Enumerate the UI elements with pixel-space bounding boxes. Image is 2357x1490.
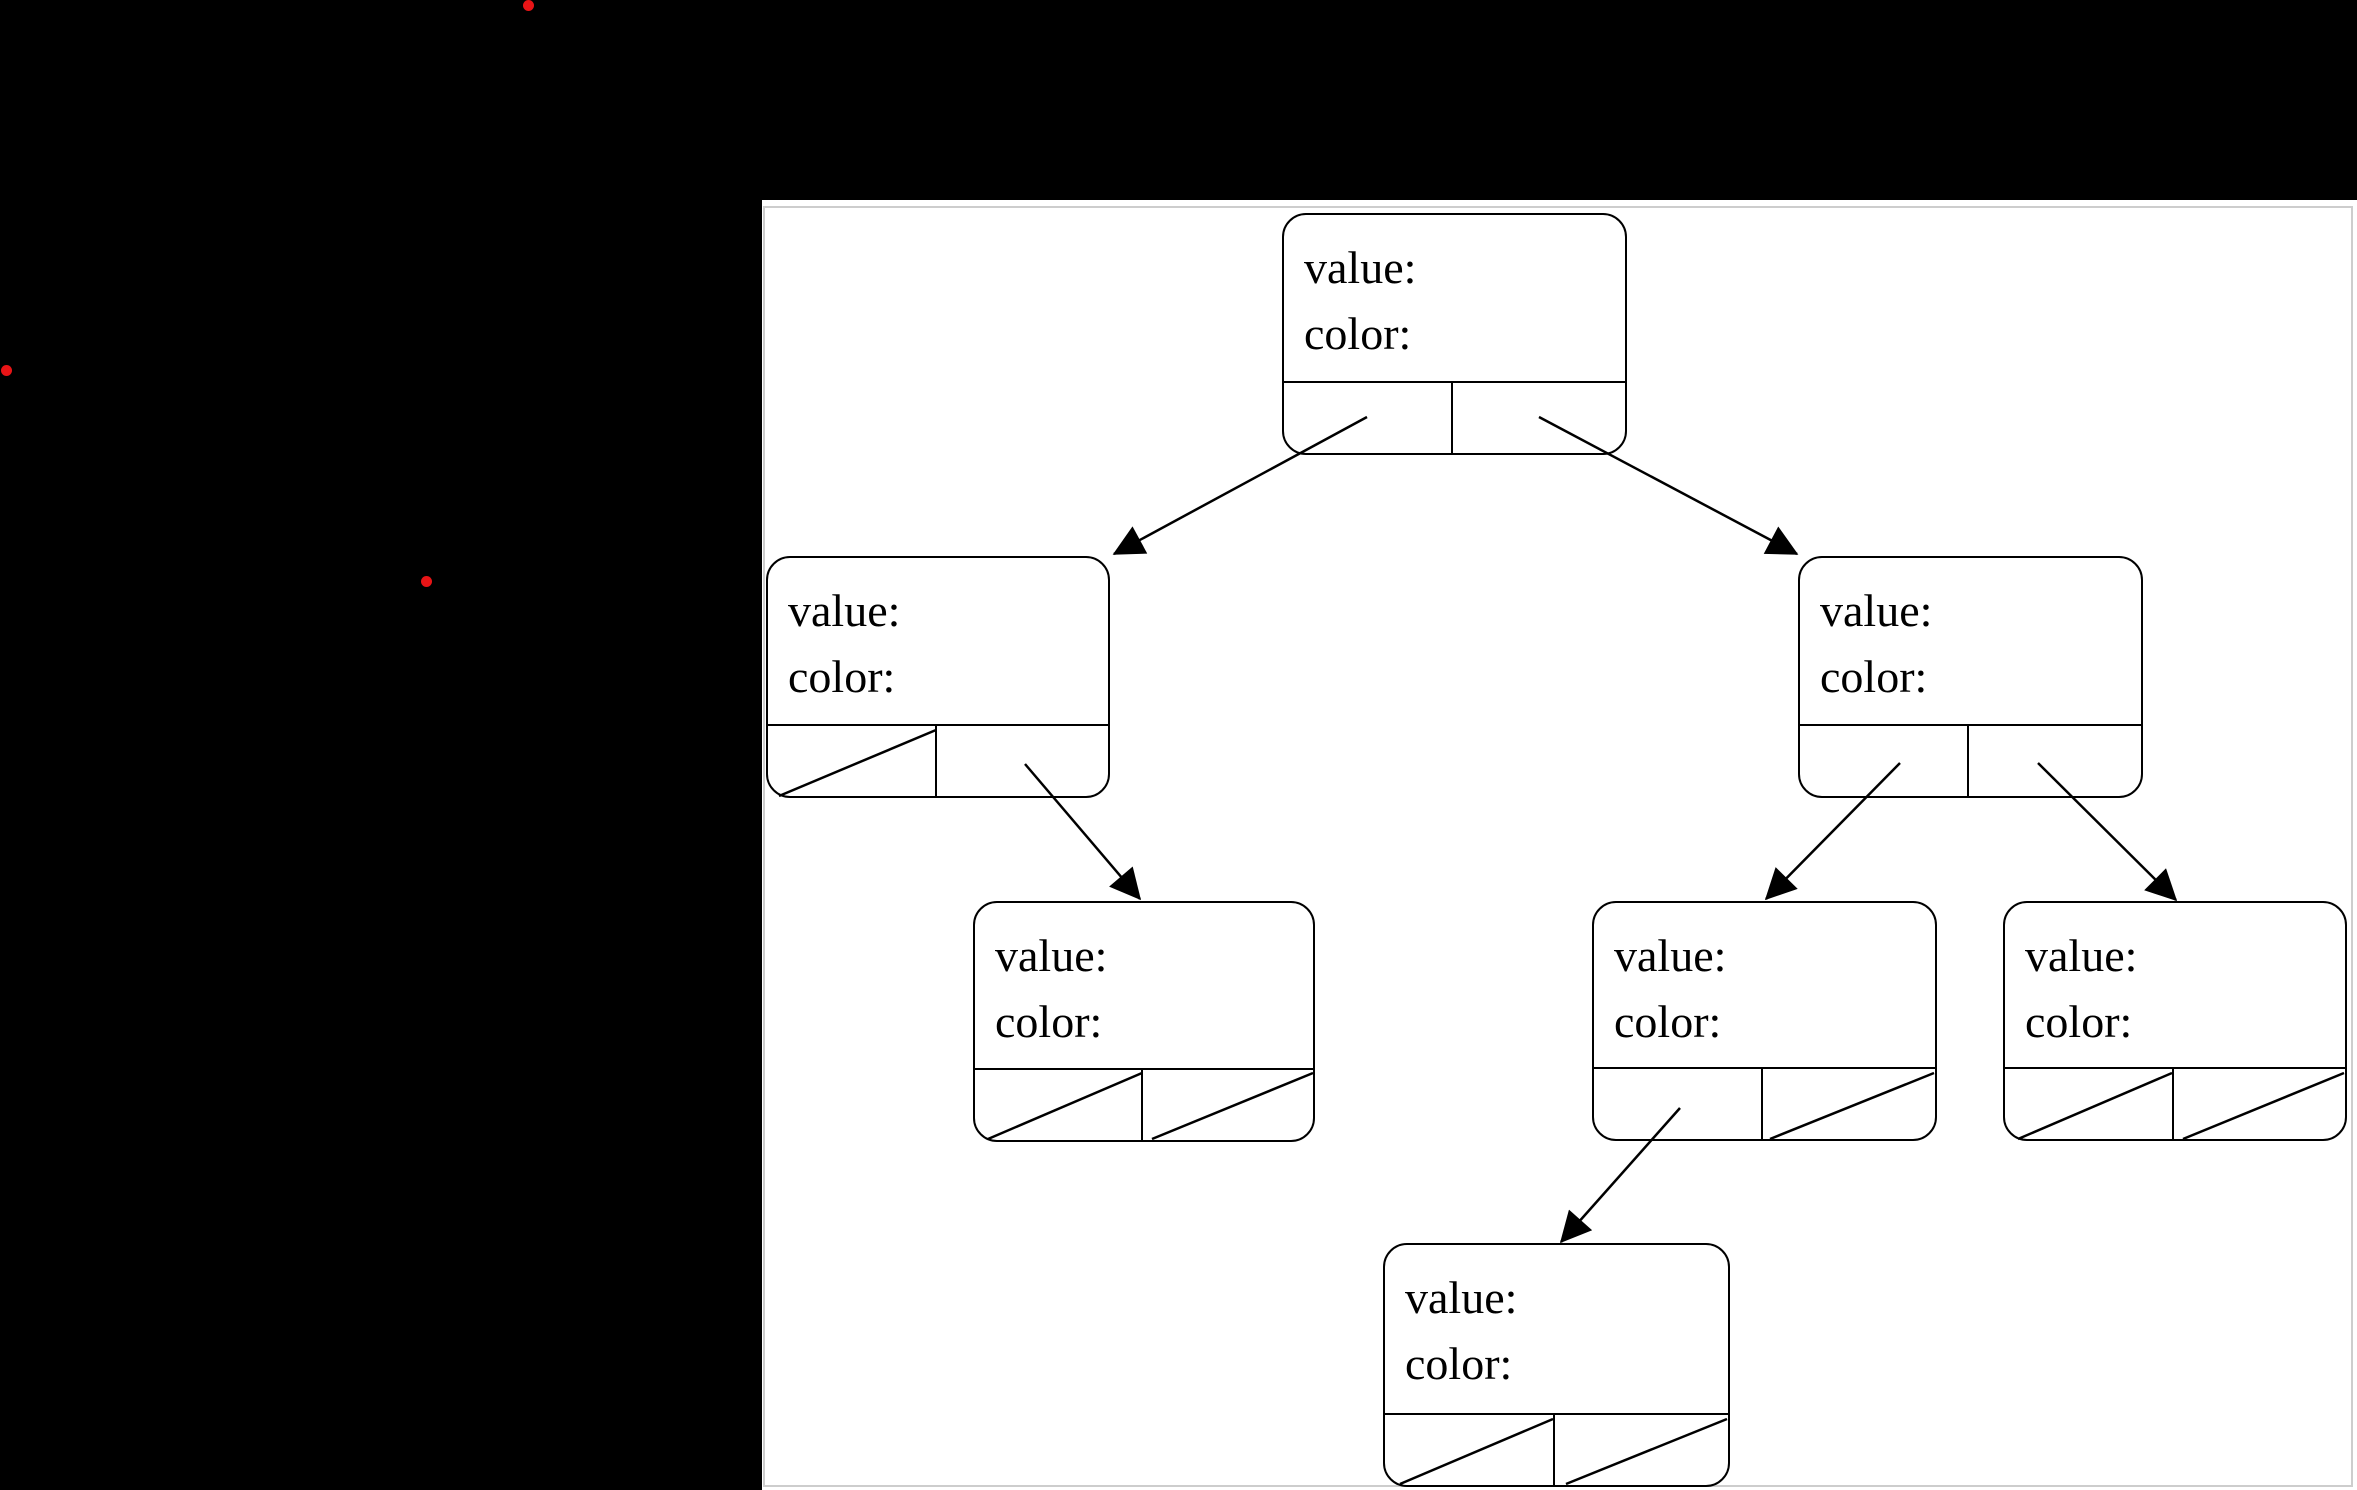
value-label: value: [2025,930,2138,981]
right-pointer-cell [1143,1070,1313,1140]
pointer-cells [975,1068,1313,1140]
node-labels: value: color: [975,903,1313,1068]
node-labels: value: color: [1594,903,1935,1067]
value-label: value: [1614,930,1727,981]
right-pointer-cell [2174,1069,2345,1139]
value-label: value: [1820,585,1933,636]
color-label: color: [1405,1338,1513,1389]
right-pointer-cell [1969,726,2141,796]
tree-node-right-left-child: value: color: [1592,901,1937,1141]
right-pointer-cell [937,726,1108,796]
right-pointer-cell [1555,1415,1728,1485]
color-label: color: [1614,996,1722,1047]
left-pointer-cell [1385,1415,1556,1485]
color-label: color: [995,996,1103,1047]
node-labels: value: color: [1800,558,2141,724]
value-label: value: [1304,242,1417,293]
left-pointer-cell [975,1070,1143,1140]
left-pointer-cell [768,726,937,796]
red-dot-marker-top [523,0,534,11]
left-pointer-cell [1284,383,1454,453]
red-dot-marker-left [1,365,12,376]
color-label: color: [1304,308,1412,359]
right-pointer-cell [1453,383,1625,453]
tree-node-right-child: value: color: [1798,556,2143,798]
node-labels: value: color: [2005,903,2345,1067]
tree-node-left-child: value: color: [766,556,1110,798]
node-labels: value: color: [1385,1245,1728,1413]
pointer-cells [1385,1413,1728,1485]
value-label: value: [788,585,901,636]
tree-node-root: value: color: [1282,213,1627,455]
color-label: color: [788,651,896,702]
tree-node-right-left-left-child: value: color: [1383,1243,1730,1487]
color-label: color: [1820,651,1928,702]
pointer-cells [2005,1067,2345,1139]
node-labels: value: color: [768,558,1108,724]
pointer-cells [768,724,1108,796]
left-pointer-cell [2005,1069,2174,1139]
left-pointer-cell [1800,726,1970,796]
pointer-cells [1800,724,2141,796]
tree-node-right-right-child: value: color: [2003,901,2347,1141]
pointer-cells [1594,1067,1935,1139]
color-label: color: [2025,996,2133,1047]
tree-node-left-right-child: value: color: [973,901,1315,1142]
value-label: value: [995,930,1108,981]
left-pointer-cell [1594,1069,1764,1139]
right-pointer-cell [1763,1069,1935,1139]
node-labels: value: color: [1284,215,1625,381]
value-label: value: [1405,1272,1518,1323]
red-dot-marker-middle [421,576,432,587]
pointer-cells [1284,381,1625,453]
